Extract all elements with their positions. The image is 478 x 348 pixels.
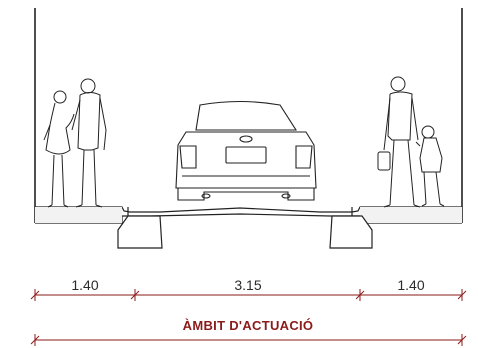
dimension-label-roadway: 3.15 xyxy=(234,277,261,293)
pedestrian-couple-figure xyxy=(43,78,107,208)
scope-line xyxy=(30,334,467,346)
left-kerb-block xyxy=(117,215,163,249)
ground-profile xyxy=(35,206,462,224)
dimension-label-right-sidewalk: 1.40 xyxy=(397,277,424,293)
right-kerb-block xyxy=(329,215,373,249)
pedestrian-adult-child-figure xyxy=(377,76,445,208)
kerb-foundations xyxy=(117,207,373,249)
dimension-label-left-sidewalk: 1.40 xyxy=(71,277,98,293)
dimension-line xyxy=(30,289,467,301)
left-sidewalk-hatch xyxy=(35,207,122,223)
boundary-walls xyxy=(34,8,463,223)
right-sidewalk-hatch xyxy=(360,207,462,223)
scope-label: ÀMBIT D'ACTUACIÓ xyxy=(183,318,314,333)
car-rear-figure xyxy=(175,100,317,201)
